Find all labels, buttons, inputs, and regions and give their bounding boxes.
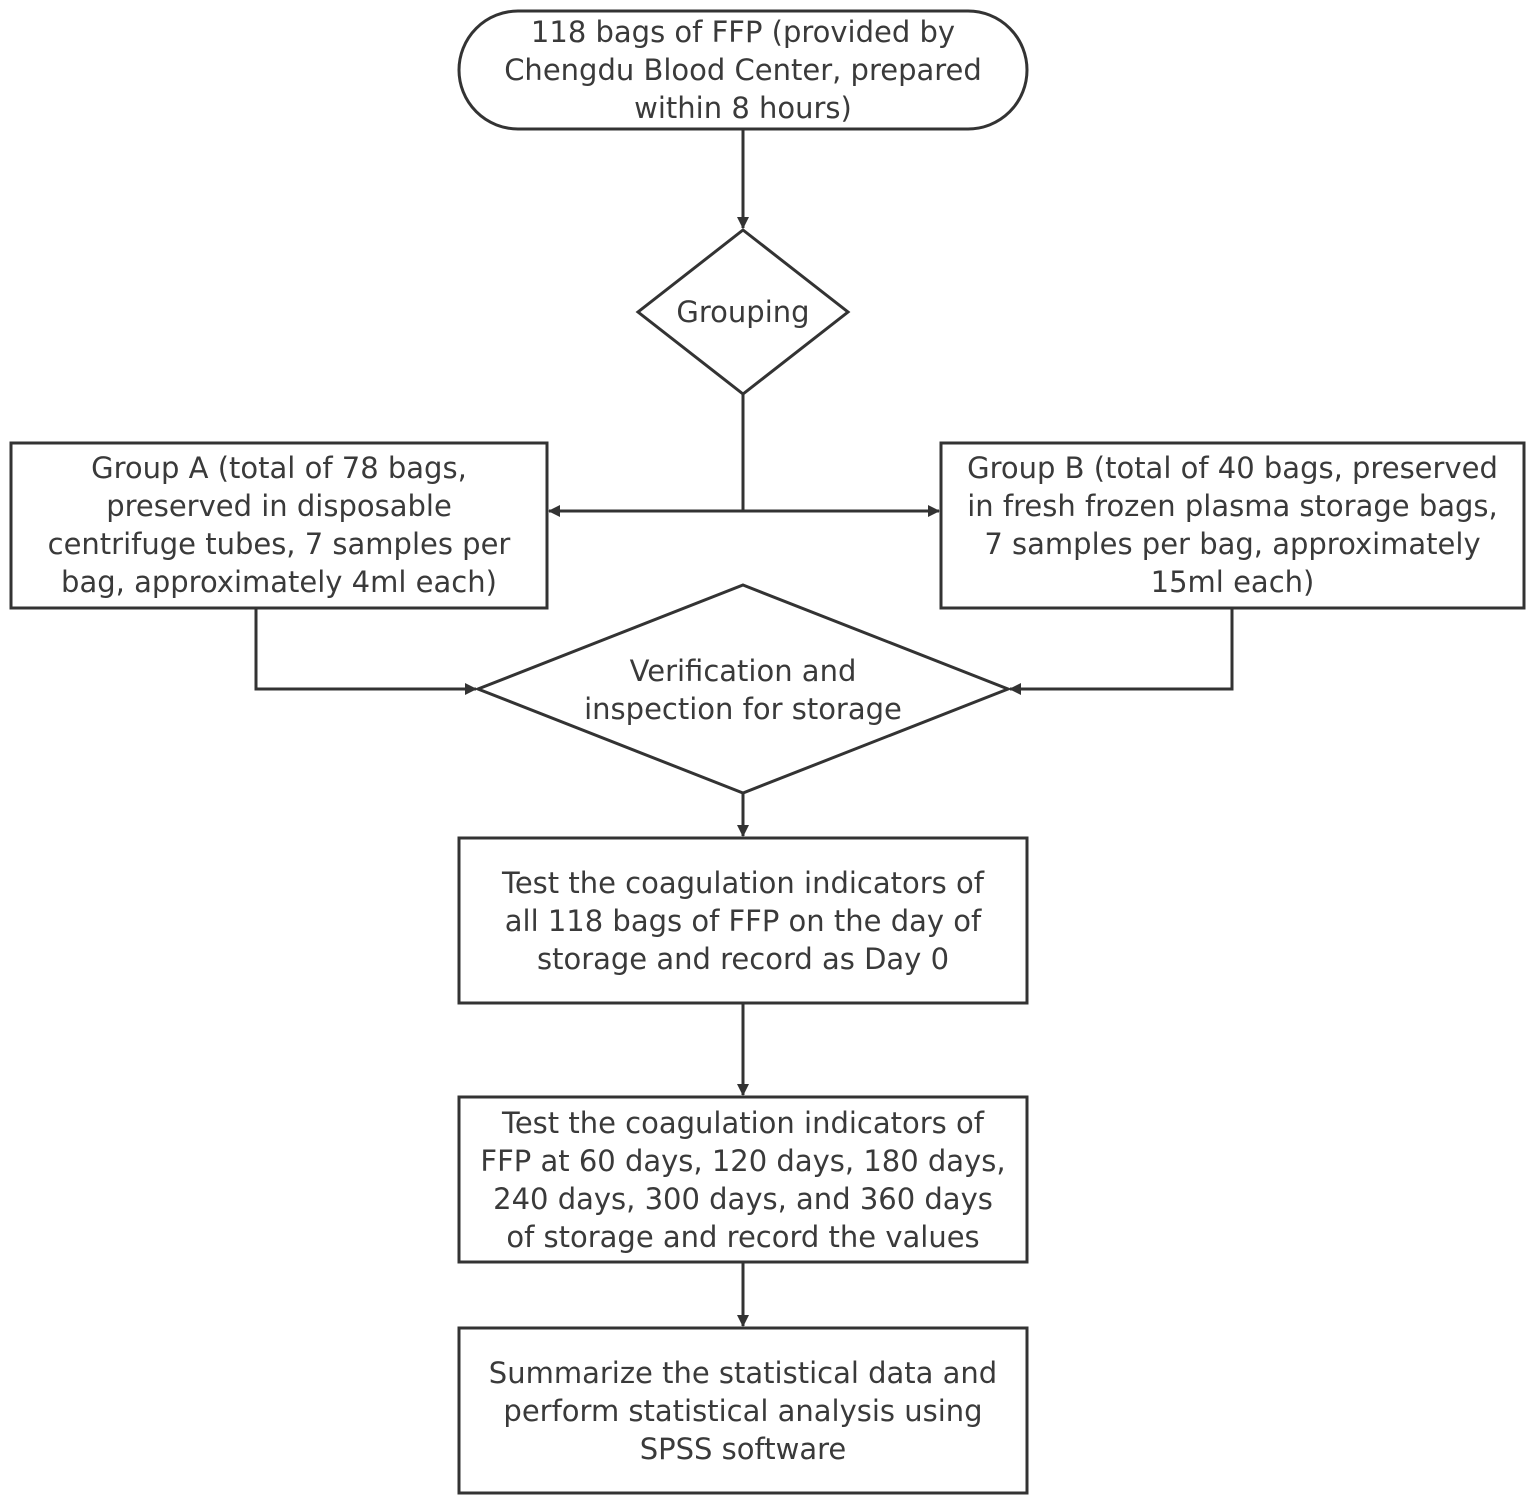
group-b-line: 15ml each)	[1150, 565, 1315, 599]
group-a-line: centrifuge tubes, 7 samples per	[47, 527, 511, 561]
test-periodic-process-shape	[457, 1095, 1029, 1264]
test-periodic-line: of storage and record the values	[506, 1219, 980, 1254]
group-a-line: bag, approximately 4ml each)	[61, 565, 497, 599]
summary-process-shape	[457, 1326, 1029, 1495]
test-periodic-line: FFP at 60 days, 120 days, 180 days,	[480, 1143, 1006, 1178]
start-line: Chengdu Blood Center, prepared	[504, 53, 982, 87]
arrow-group-a-to-verification	[254, 608, 477, 695]
summary-line: SPSS software	[639, 1431, 847, 1466]
group-b-line: 7 samples per bag, approximately	[984, 527, 1481, 561]
test-periodic-line: Test the coagulation indicators of	[502, 1105, 984, 1140]
group-b-line: Group B (total of 40 bags, preserved	[967, 451, 1498, 485]
verification-node-text: Verification and inspection for storage	[560, 650, 926, 730]
test-periodic-line: 240 days, 300 days, and 360 days	[493, 1181, 993, 1216]
test-day0-line: storage and record as Day 0	[536, 941, 950, 976]
start-line: 118 bags of FFP (provided by	[530, 15, 956, 49]
summary-node-text: Summarize the statistical data and perfo…	[462, 1333, 1024, 1488]
group-a-line: Group A (total of 78 bags,	[91, 451, 467, 485]
group-b-process-shape	[939, 441, 1526, 610]
summary-line: Summarize the statistical data and	[488, 1355, 998, 1390]
summary-line: perform statistical analysis using	[503, 1393, 983, 1428]
verification-line: Verification and	[629, 654, 857, 688]
test-day0-line: Test the coagulation indicators of	[502, 865, 984, 900]
group-b-node-text: Group B (total of 40 bags, preserved in …	[944, 449, 1521, 601]
test-day0-process-shape	[457, 836, 1029, 1005]
test-day0-line: all 118 bags of FFP on the day of	[504, 903, 982, 938]
start-line: within 8 hours)	[634, 91, 852, 125]
grouping-label: Grouping	[676, 295, 810, 329]
group-b-line: in fresh frozen plasma storage bags,	[967, 489, 1498, 523]
group-a-process-shape	[9, 441, 549, 610]
test-day0-node-text: Test the coagulation indicators of all 1…	[462, 843, 1024, 998]
verification-line: inspection for storage	[584, 692, 902, 726]
group-a-node-text: Group A (total of 78 bags, preserved in …	[14, 449, 544, 601]
grouping-node-text: Grouping	[650, 292, 836, 332]
arrow-group-b-to-verification	[1009, 608, 1234, 695]
test-periodic-node-text: Test the coagulation indicators of FFP a…	[462, 1102, 1024, 1257]
group-a-line: preserved in disposable	[106, 489, 452, 523]
start-node-text: 118 bags of FFP (provided by Chengdu Blo…	[470, 13, 1016, 127]
